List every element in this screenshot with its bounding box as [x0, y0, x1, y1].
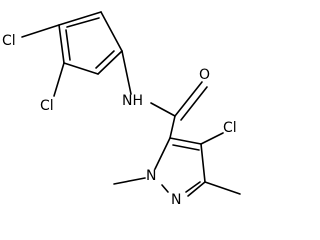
atom-cl-right: Cl: [223, 120, 237, 136]
bond: [161, 184, 169, 193]
molecule-diagram: Cl Cl NH O Cl N N: [2, 11, 241, 208]
bond: [200, 143, 206, 183]
bond: [58, 24, 65, 64]
bond: [154, 137, 171, 170]
bond: [58, 11, 102, 26]
bond: [63, 62, 99, 75]
bond: [100, 11, 123, 52]
structure-drawing: Cl Cl NH O Cl N N: [2, 11, 241, 208]
bond: [169, 137, 202, 145]
bond-n-methyl: [113, 177, 146, 185]
atom-n-ring: N: [171, 192, 181, 208]
pyrazole-ring: [154, 137, 206, 197]
bond-double-inner: [172, 144, 200, 151]
atom-cl-mid: Cl: [40, 98, 54, 114]
atom-o: O: [199, 67, 210, 83]
atom-nh: NH: [122, 93, 143, 109]
bond-c-nh: [121, 50, 132, 95]
bond-double-inner: [185, 181, 201, 193]
bond-c-methyl: [204, 181, 241, 195]
bond-c-o-2: [180, 86, 208, 121]
benzene-ring: [58, 11, 123, 75]
atom-cl-top: Cl: [2, 33, 16, 49]
atom-n-methyl: N: [146, 168, 156, 184]
bond: [187, 181, 206, 197]
bond-c-cl-mid: [53, 62, 65, 97]
bond-c-ring: [169, 115, 176, 139]
bond-nh-c: [150, 102, 176, 117]
bond-double-inner: [66, 17, 100, 28]
bond-double-inner: [65, 29, 71, 61]
bond-c-cl-top: [21, 24, 60, 38]
bond-double-inner: [95, 50, 115, 69]
bond-c-o-1: [174, 81, 203, 117]
bond: [97, 50, 123, 75]
bond-c-cl-right: [200, 132, 224, 145]
